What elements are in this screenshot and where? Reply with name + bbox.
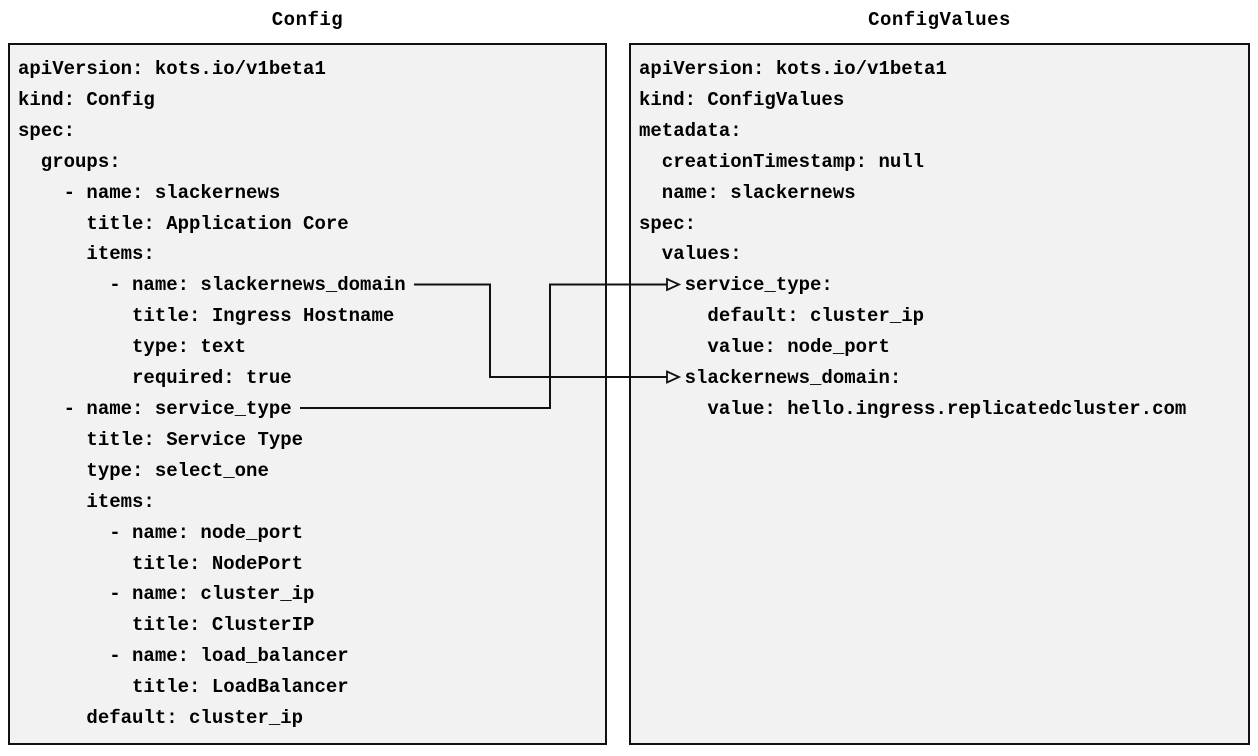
configvalues-panel-title: ConfigValues — [868, 9, 1011, 31]
config-panel-title: Config — [271, 9, 344, 31]
configvalues-yaml-code: apiVersion: kots.io/v1beta1 kind: Config… — [639, 58, 1187, 420]
config-panel: apiVersion: kots.io/v1beta1 kind: Config… — [8, 43, 607, 745]
config-yaml-code: apiVersion: kots.io/v1beta1 kind: Config… — [18, 58, 406, 730]
configvalues-panel: apiVersion: kots.io/v1beta1 kind: Config… — [629, 43, 1250, 745]
